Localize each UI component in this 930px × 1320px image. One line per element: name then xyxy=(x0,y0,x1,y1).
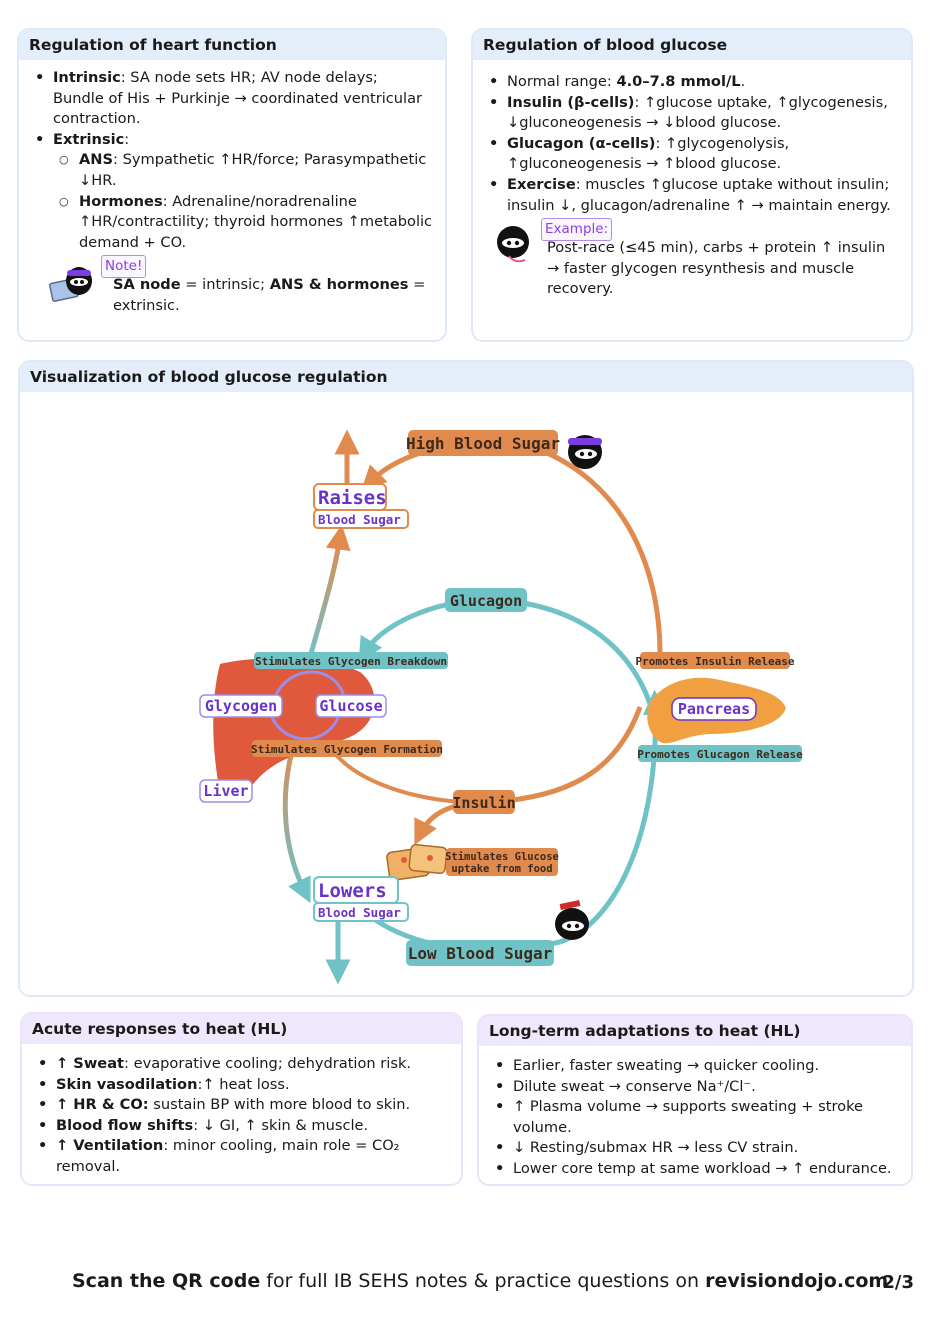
flow-item: Blood flow shifts: ↓ GI, ↑ skin & muscle… xyxy=(34,1116,449,1137)
low-blood-sugar-label: Low Blood Sugar xyxy=(406,940,554,966)
glucose-cycle-diagram: High Blood Sugar Insulin Promotes Insuli… xyxy=(199,429,803,985)
longterm-card-title: Long-term adaptations to heat (HL) xyxy=(479,1016,911,1046)
svg-text:Blood Sugar: Blood Sugar xyxy=(318,905,401,920)
svg-text:High Blood Sugar: High Blood Sugar xyxy=(406,434,560,453)
site-link[interactable]: revisiondojo.com xyxy=(705,1270,889,1292)
raises-label: Raises Blood Sugar xyxy=(313,483,409,529)
ninja-bottom-icon xyxy=(555,899,589,940)
svg-text:Glucagon: Glucagon xyxy=(450,592,522,610)
liver-inner-cycle xyxy=(273,670,347,703)
svg-text:Raises: Raises xyxy=(318,487,387,509)
list-item: ↓ Resting/submax HR → less CV strain. xyxy=(491,1138,899,1159)
glucose-visualization-card: Visualization of blood glucose regulatio… xyxy=(18,360,914,997)
svg-text:Stimulates Glucose: Stimulates Glucose xyxy=(445,851,559,863)
hr-item: ↑ HR & CO: sustain BP with more blood to… xyxy=(34,1095,449,1116)
liver-to-raises-arrow xyxy=(307,524,351,658)
liver-label: Liver xyxy=(199,779,253,803)
heart-function-card: Regulation of heart function Intrinsic: … xyxy=(17,28,447,342)
glucagon-item: Glucagon (α-cells): ↑glycogenolysis, ↑gl… xyxy=(485,134,899,175)
ninja-thinking-icon xyxy=(497,226,529,263)
svg-text:Promotes Insulin Release: Promotes Insulin Release xyxy=(636,655,795,668)
high-blood-sugar-label: High Blood Sugar xyxy=(406,430,560,456)
glycogen-breakdown-label: Stimulates Glycogen Breakdown xyxy=(254,652,448,669)
lowers-label: Lowers Blood Sugar xyxy=(313,876,409,922)
heart-card-title: Regulation of heart function xyxy=(19,30,445,60)
note-callout: Note! SA node = intrinsic; ANS & hormone… xyxy=(31,255,433,316)
svg-text:uptake from food: uptake from food xyxy=(451,863,552,875)
ventilation-item: ↑ Ventilation: minor cooling, main role … xyxy=(34,1136,449,1177)
list-item: Earlier, faster sweating → quicker cooli… xyxy=(491,1056,899,1077)
page-number: 2/3 xyxy=(882,1272,914,1293)
extrinsic-item: Extrinsic: ANS: Sympathetic ↑HR/force; P… xyxy=(31,130,433,254)
insulin-arc xyxy=(414,706,643,846)
svg-text:Glycogen: Glycogen xyxy=(205,697,277,715)
glucagon-label: Glucagon xyxy=(445,588,527,612)
list-item: ↑ Plasma volume → supports sweating + st… xyxy=(491,1097,899,1138)
glucagon-release-label: Promotes Glucagon Release xyxy=(637,745,803,762)
example-text: Post-race (≤45 min), carbs + protein ↑ i… xyxy=(547,239,886,298)
high-sugar-arc xyxy=(361,441,663,655)
svg-text:Low Blood Sugar: Low Blood Sugar xyxy=(408,944,553,963)
insulin-label: Insulin xyxy=(452,790,516,814)
longterm-heat-card: Long-term adaptations to heat (HL) Earli… xyxy=(477,1014,913,1186)
svg-text:Insulin: Insulin xyxy=(452,794,515,812)
glycogen-formation-label: Stimulates Glycogen Formation xyxy=(251,740,443,757)
glucose-label: Glucose xyxy=(315,694,387,718)
glucose-card-title: Regulation of blood glucose xyxy=(473,30,911,60)
acute-heat-card: Acute responses to heat (HL) ↑ Sweat: ev… xyxy=(20,1012,463,1186)
svg-text:Lowers: Lowers xyxy=(318,880,387,902)
bread-food-icon xyxy=(386,843,448,881)
glycogen-label: Glycogen xyxy=(199,694,283,718)
blood-glucose-card: Regulation of blood glucose Normal range… xyxy=(471,28,913,342)
example-callout: Example: Post-race (≤45 min), carbs + pr… xyxy=(485,218,899,300)
list-item: Lower core temp at same workload → ↑ end… xyxy=(491,1159,899,1180)
svg-text:Pancreas: Pancreas xyxy=(678,700,750,718)
svg-text:Stimulates Glycogen Breakdown: Stimulates Glycogen Breakdown xyxy=(255,655,447,668)
svg-text:Blood Sugar: Blood Sugar xyxy=(318,512,401,527)
svg-text:Glucose: Glucose xyxy=(319,697,382,715)
ninja-top-icon xyxy=(568,435,602,469)
liver-shape xyxy=(213,657,375,798)
exercise-item: Exercise: muscles ↑glucose uptake withou… xyxy=(485,175,899,216)
insulin-item: Insulin (β-cells): ↑glucose uptake, ↑gly… xyxy=(485,93,899,134)
skin-item: Skin vasodilation:↑ heat loss. xyxy=(34,1075,449,1096)
glucose-uptake-label: Stimulates Glucose uptake from food xyxy=(445,848,559,876)
svg-text:Liver: Liver xyxy=(203,782,248,800)
footer-text: Scan the QR code for full IB SEHS notes … xyxy=(72,1270,889,1292)
sweat-item: ↑ Sweat: evaporative cooling; dehydratio… xyxy=(34,1054,449,1075)
example-tag: Example: xyxy=(541,218,613,241)
hormones-item: Hormones: Adrenaline/noradrenaline ↑HR/c… xyxy=(53,192,433,254)
svg-text:Stimulates Glycogen Formation: Stimulates Glycogen Formation xyxy=(251,743,443,756)
acute-card-title: Acute responses to heat (HL) xyxy=(22,1014,461,1044)
note-tag: Note! xyxy=(101,255,147,278)
pancreas-label: Pancreas xyxy=(671,697,757,721)
intrinsic-item: Intrinsic: SA node sets HR; AV node dela… xyxy=(31,68,433,130)
ans-item: ANS: Sympathetic ↑HR/force; Parasympathe… xyxy=(53,150,433,191)
svg-text:Promotes Glucagon Release: Promotes Glucagon Release xyxy=(637,748,803,761)
normal-range-item: Normal range: 4.0–7.8 mmol/L. xyxy=(485,72,899,93)
insulin-release-label: Promotes Insulin Release xyxy=(636,652,795,669)
list-item: Dilute sweat → conserve Na⁺/Cl⁻. xyxy=(491,1077,899,1098)
ninja-laptop-icon xyxy=(49,267,92,303)
viz-card-title: Visualization of blood glucose regulatio… xyxy=(20,362,912,392)
liver-inner-cycle-2 xyxy=(270,711,342,741)
